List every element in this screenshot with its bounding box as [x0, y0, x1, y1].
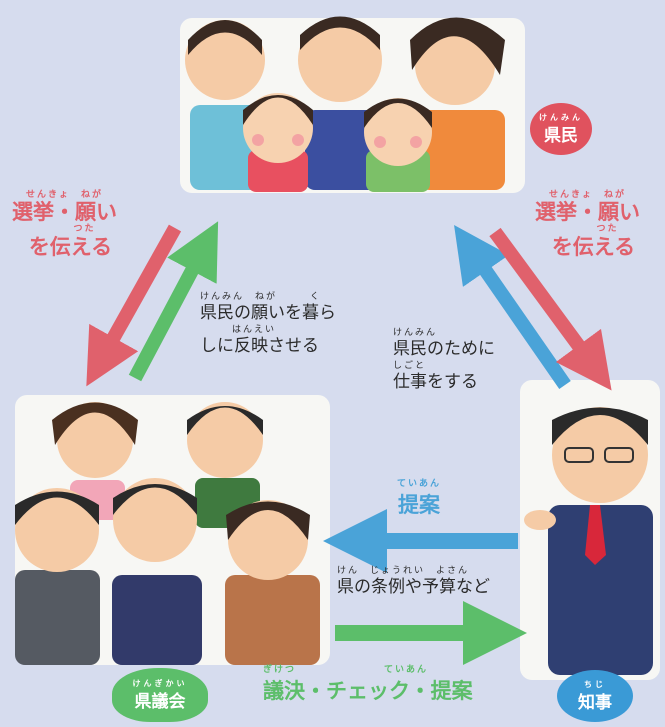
- label-proposal-ruby: ていあん: [397, 479, 442, 489]
- label-right-ruby2: つた: [596, 224, 619, 235]
- label-left-request: せんきょ ねが 選挙・願い つた を伝える: [12, 190, 117, 259]
- arrow-governor-to-citizens: [454, 224, 571, 389]
- badge-governor: ちじ 知事: [557, 670, 633, 722]
- assembly-illustration: [15, 395, 330, 665]
- text-work-line2: 仕事をする: [393, 371, 478, 392]
- governor-illustration: [520, 380, 660, 680]
- arrow-assembly-to-citizens: [128, 221, 219, 382]
- label-bottom-ruby: ぎけつ ていあん: [263, 665, 429, 675]
- label-bottom-text: 議決・チェック・提案: [263, 679, 473, 703]
- label-left-line2: を伝える: [28, 234, 113, 259]
- label-proposal-text: 提案: [398, 493, 440, 517]
- text-reflect-wishes: けんみん ねが く 県民の願いを暮ら はんえい しに反映させる: [200, 292, 336, 357]
- text-ordinances-line: 県の条例や予算など: [337, 577, 490, 598]
- citizens-illustration: [180, 16, 525, 193]
- text-work-ruby1: けんみん: [393, 328, 438, 338]
- label-proposal: ていあん 提案: [397, 476, 441, 519]
- arrow-citizens-to-governor: [489, 227, 612, 391]
- text-work-for-citizens: けんみん 県民のために しごと 仕事をする: [393, 328, 495, 393]
- text-reflect-line1: 県民の願いを暮ら: [200, 303, 336, 324]
- badge-citizens-text: 県民: [544, 126, 578, 146]
- text-work-ruby2: しごと: [393, 360, 427, 371]
- text-reflect-ruby2: はんえい: [232, 324, 277, 335]
- badge-citizens-ruby: けんみん: [539, 113, 583, 122]
- badge-governor-ruby: ちじ: [584, 680, 606, 689]
- label-left-ruby1: せんきょ ねが: [25, 190, 103, 200]
- label-right-request: せんきょ ねが 選挙・願い つた を伝える: [535, 190, 640, 259]
- badge-assembly: けんぎかい 県議会: [112, 668, 208, 722]
- label-right-line1: 選挙・願い: [535, 200, 640, 225]
- text-reflect-line2: しに反映させる: [200, 335, 319, 356]
- text-ordinances-ruby: けん じょうれい よさん: [337, 566, 470, 576]
- badge-assembly-text: 県議会: [134, 692, 186, 712]
- label-left-ruby2: つた: [73, 224, 96, 235]
- label-right-ruby1: せんきょ ねが: [548, 190, 626, 200]
- text-ordinances-budget: けん じょうれい よさん 県の条例や予算など: [337, 566, 490, 599]
- text-work-line1: 県民のために: [393, 339, 495, 360]
- badge-citizens: けんみん 県民: [530, 103, 592, 155]
- label-resolution-check-proposal: ぎけつ ていあん 議決・チェック・提案: [263, 662, 473, 705]
- label-right-line2: を伝える: [551, 234, 636, 259]
- badge-assembly-ruby: けんぎかい: [132, 679, 188, 688]
- text-reflect-ruby1: けんみん ねが く: [200, 292, 322, 302]
- badge-governor-text: 知事: [578, 693, 612, 713]
- label-left-line1: 選挙・願い: [12, 200, 117, 225]
- arrow-citizens-to-assembly: [86, 224, 182, 387]
